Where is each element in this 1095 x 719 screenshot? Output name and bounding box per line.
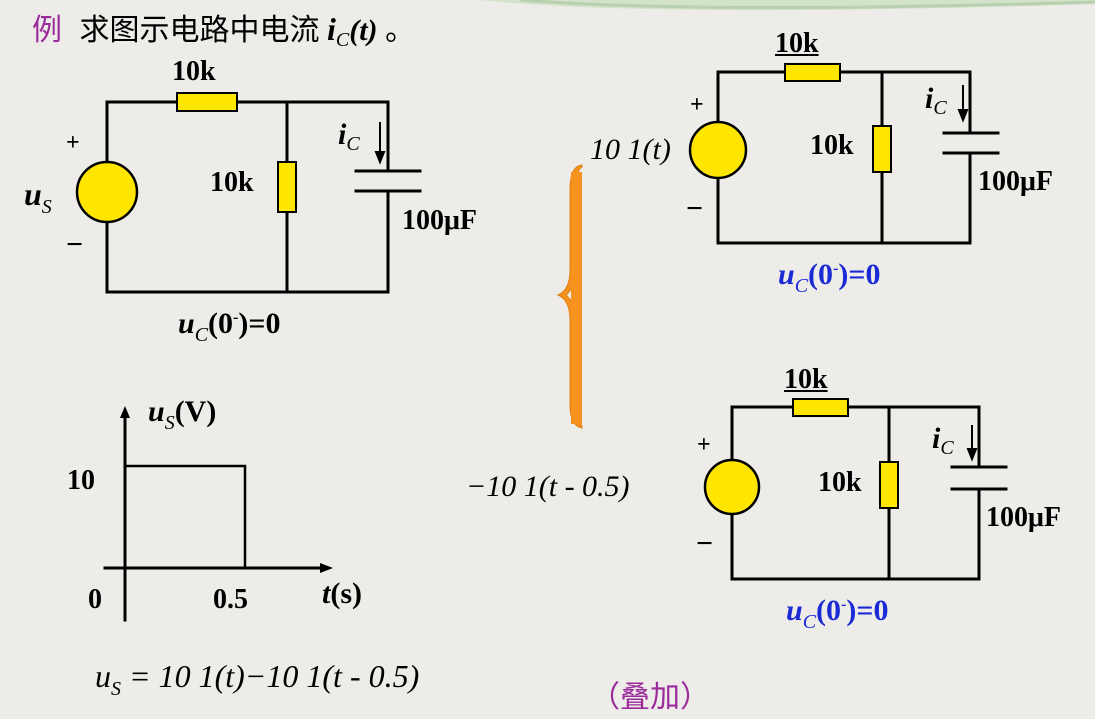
top-circuit-wires (716, 70, 1000, 245)
graph-y-tick: 10 (67, 465, 95, 496)
graph-y-axis-label: uS(V) (148, 395, 217, 434)
graph-x-tick: 0.5 (213, 584, 248, 615)
main-series-resistor-label: 10k (172, 56, 216, 87)
bottom-current-label: iC (932, 422, 954, 459)
bottom-capacitor-label: 100μF (986, 502, 1061, 533)
main-series-resistor (176, 92, 238, 112)
bottom-plus-sign: + (697, 432, 711, 458)
bottom-initial-condition: uC(0-)=0 (786, 594, 889, 633)
main-voltage-source (75, 160, 139, 224)
superposition-note: （叠加） (590, 680, 710, 715)
title-var: i (327, 11, 336, 47)
bottom-series-resistor-label: 10k (784, 364, 828, 395)
main-initial-condition: uC(0-)=0 (178, 307, 281, 346)
main-shunt-resistor (277, 161, 297, 213)
top-shunt-resistor (872, 125, 892, 173)
bottom-circuit-wires (730, 405, 1008, 581)
main-plus-sign: + (66, 130, 80, 156)
bottom-source-label: −10 1(t - 0.5) (466, 470, 630, 503)
top-voltage-source (688, 120, 748, 180)
page-title: 例 求图示电路中电流 iC(t) 。 (32, 5, 415, 52)
top-current-label: iC (925, 82, 947, 119)
top-capacitor-label: 100μF (978, 166, 1053, 197)
x-axis-arrow-icon (320, 563, 333, 573)
top-minus-sign: − (686, 192, 704, 225)
pulse-waveform (123, 464, 247, 570)
title-end: 。 (385, 13, 416, 48)
bottom-minus-sign: − (696, 527, 714, 560)
bottom-voltage-source (703, 458, 761, 516)
main-capacitor-label: 100μF (402, 205, 477, 236)
main-shunt-resistor-label: 10k (210, 167, 254, 198)
top-series-resistor-label: 10k (775, 28, 819, 59)
pulse-graph-axes (103, 413, 327, 622)
main-circuit-wires (105, 100, 422, 294)
title-text: 求图示电路中电流 (79, 13, 320, 48)
main-source-label: uS (24, 176, 52, 218)
y-axis-arrow-icon (120, 406, 130, 418)
graph-origin-label: 0 (88, 584, 102, 615)
brace-fill (571, 172, 582, 424)
title-arg: (t) (349, 14, 378, 47)
bottom-shunt-resistor (879, 461, 899, 509)
bottom-series-resistor (792, 398, 849, 417)
top-plus-sign: + (690, 92, 704, 118)
top-series-resistor (784, 63, 841, 82)
top-shunt-resistor-label: 10k (810, 130, 854, 161)
main-minus-sign: − (66, 228, 84, 261)
main-current-label: iC (338, 118, 360, 155)
superposition-equation: uS = 10 1(t)−10 1(t - 0.5) (95, 658, 420, 700)
bottom-shunt-resistor-label: 10k (818, 467, 862, 498)
top-source-label: 10 1(t) (590, 133, 671, 166)
top-initial-condition: uC(0-)=0 (778, 258, 881, 297)
example-label: 例 (32, 13, 62, 48)
graph-x-axis-label: t(s) (322, 577, 362, 610)
title-sub: C (335, 29, 350, 51)
